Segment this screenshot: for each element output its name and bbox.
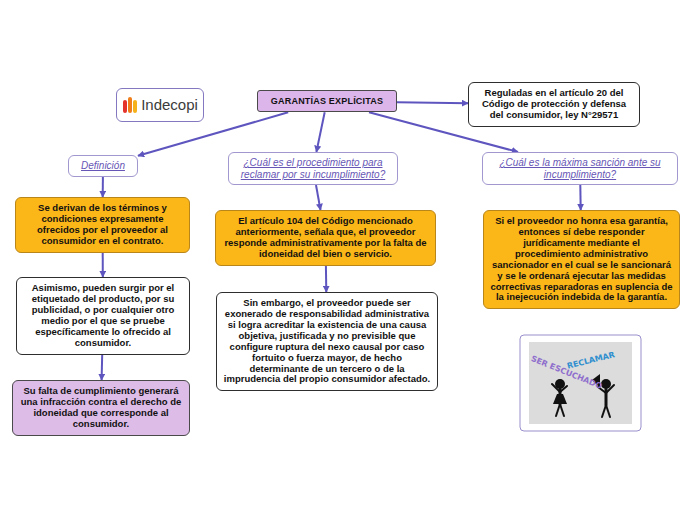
process-box: Asimismo, pueden surgir por el etiquetad… [16,277,190,355]
question-box: ¿Cuál es la máxima sanción ante su incum… [482,152,678,185]
connector-arrow [102,177,104,198]
process-box: Su falta de cumplimiento generará una in… [12,380,190,436]
connector-arrow [101,355,104,381]
note-box: Reguladas en el artículo 20 del Código d… [468,82,640,127]
connector-arrow [579,185,581,210]
logo-icon [122,96,138,114]
box-text: Indecopi [141,96,198,113]
question-box: Definición [68,155,138,177]
connector-arrow [325,266,327,292]
question-text: ¿Cuál es la máxima sanción ante su incum… [489,157,671,180]
connector-arrow [316,112,324,152]
box-text: Si el proveedor no honra esa garantía, e… [490,216,673,303]
process-box: El artículo 104 del Código mencionado an… [215,210,436,266]
title-box: GARANTÍAS EXPLÍCITAS [257,90,397,112]
question-box: ¿Cuál es el procedimiento para reclamar … [228,152,398,185]
process-box: Sin embargo, el proveedor puede ser exon… [216,292,438,391]
box-text: Su falta de cumplimiento generará una in… [19,386,183,430]
box-text: Sin embargo, el proveedor puede ser exon… [223,298,431,385]
box-text: El artículo 104 del Código mencionado an… [222,216,429,260]
connector-arrow [397,102,468,103]
logo-box: Indecopi [116,88,204,122]
process-box: Si el proveedor no honra esa garantía, e… [483,210,680,309]
connector-arrow [316,185,321,210]
question-text: ¿Cuál es el procedimiento para reclamar … [235,157,391,180]
box-text: GARANTÍAS EXPLÍCITAS [262,96,392,106]
box-text: Reguladas en el artículo 20 del Código d… [475,88,633,121]
process-box: Se derivan de los términos y condiciones… [15,197,190,253]
box-text: Se derivan de los términos y condiciones… [22,203,183,247]
connector-arrow [102,253,104,277]
box-text: Asimismo, pueden surgir por el etiquetad… [23,283,183,349]
question-text: Definición [75,160,131,172]
